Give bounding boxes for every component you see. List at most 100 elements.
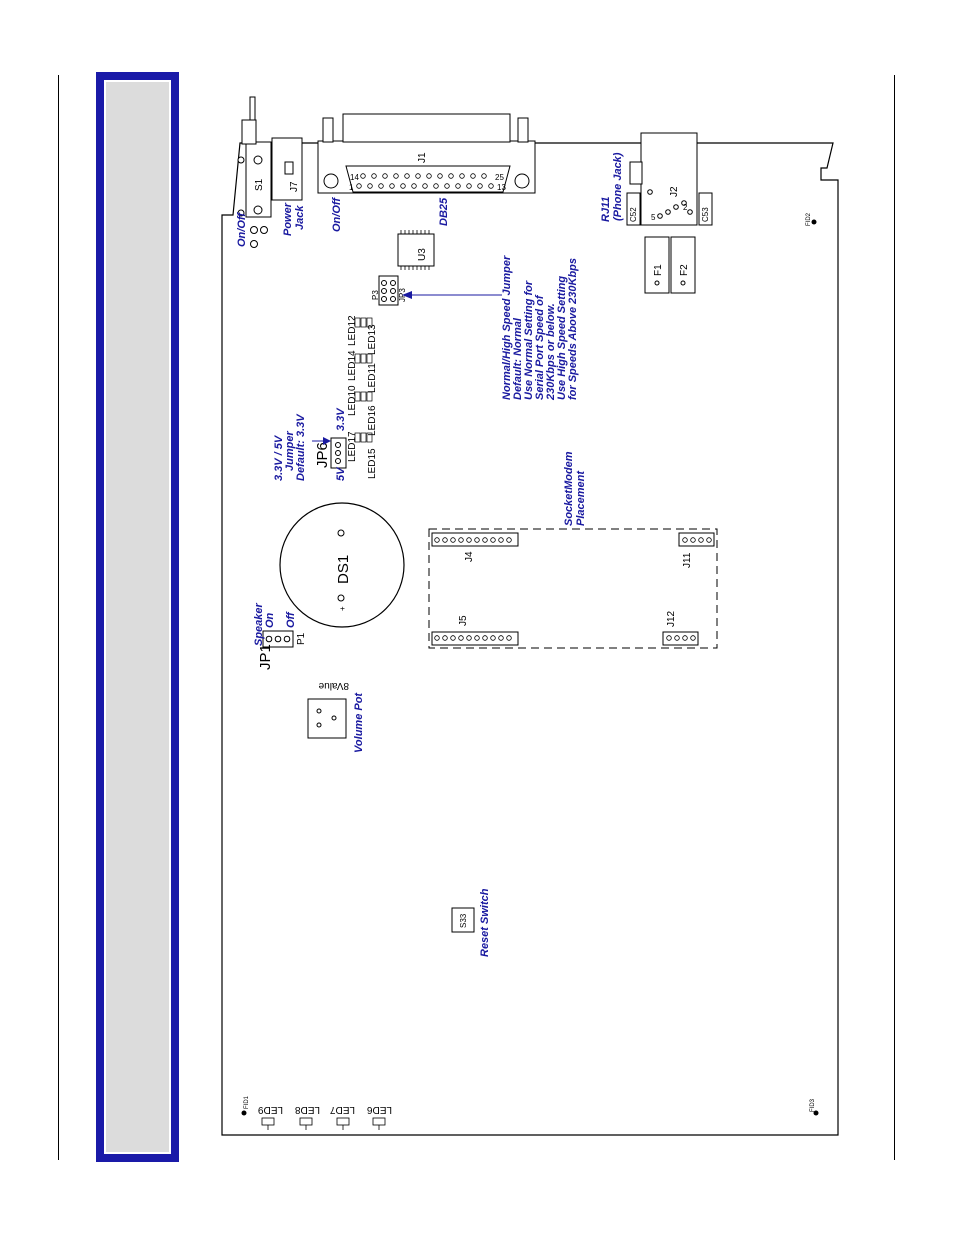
jp3-arrow-head — [402, 291, 412, 299]
fid2-ref: FID2 — [806, 212, 812, 226]
speed-jumper-line-1: Normal/High Speed Jumper — [501, 255, 513, 400]
reset-switch-label: Reset Switch — [479, 888, 491, 957]
rj11-label-1: RJ11 — [600, 197, 612, 222]
on-off-label-db: On/Off — [331, 197, 343, 232]
power-jack-j7: J7 — [271, 137, 303, 201]
fid3-ref: FID3 — [810, 1098, 816, 1112]
header-j5: J5 — [431, 615, 519, 646]
led11-ref: LED11 — [367, 363, 378, 393]
board-outline — [221, 142, 839, 1136]
speed-jumper-line-6: Use High Speed Setting — [556, 276, 568, 400]
led13-ref: LED13 — [367, 324, 378, 355]
speed-jumper-line-5: 230Kbps or below. — [545, 303, 557, 401]
fuse-f1: F1 — [644, 236, 670, 294]
vvalue-ref: 8Value — [318, 680, 349, 691]
speaker-ds1: + DS1 — [279, 502, 405, 628]
v5-label: 5V — [335, 466, 347, 481]
db25-pin-row-bottom — [356, 183, 494, 189]
jp6-arrow-head — [323, 437, 331, 445]
socketmodem-label-1: SocketModem — [563, 451, 575, 526]
p3-ref: P3 — [371, 290, 380, 300]
s1-ref: S1 — [254, 178, 265, 191]
volume-pot-label: Volume Pot — [353, 692, 365, 753]
led15-ref: LED15 — [367, 448, 378, 479]
power-jack-label-1: Power — [282, 202, 294, 236]
jp1-ref: JP1 — [257, 644, 274, 670]
u3-ref: U3 — [417, 248, 428, 261]
speed-jumper-line-4: Serial Port Speed of — [534, 294, 546, 400]
led12-ref: LED12 — [347, 315, 358, 346]
pin13-ref: 13 — [497, 183, 506, 192]
speed-jumper-line-3: Use Normal Setting for — [523, 280, 535, 400]
speaker-label: Speaker — [253, 602, 265, 646]
voltage-jumper-note: 3.3V / 5V Jumper Default: 3.3V — [273, 413, 307, 481]
p1-ref: P1 — [296, 632, 307, 645]
jumper-jp3: P3 JP3 — [371, 275, 407, 306]
db25-connector-j1: J1 14 25 1 13 — [317, 113, 536, 194]
db25-label: DB25 — [438, 197, 450, 226]
power-jack-label-2: Jack — [294, 205, 306, 230]
right-margin-line — [894, 75, 895, 1160]
fuse-f2: F2 — [670, 236, 696, 294]
chip-u3: U3 — [397, 230, 435, 270]
voltage-jumper-line-2: Jumper — [284, 431, 296, 471]
ds1-plus: + — [338, 606, 347, 611]
led10-ref: LED10 — [347, 385, 358, 416]
pin1-ref: 1 — [349, 183, 354, 192]
speaker-off-label: Off — [285, 611, 297, 628]
s33-ref: S33 — [459, 913, 468, 928]
led14-ref: LED14 — [347, 350, 358, 381]
jumper-jp1: JP1 P1 — [257, 630, 307, 670]
fiducial-fid1 — [241, 1110, 247, 1116]
db25-pin-row-top — [360, 173, 487, 179]
speed-jumper-line-7: for Speeds Above 230Kbps — [567, 258, 579, 400]
j12-ref: J12 — [666, 610, 677, 627]
led6-ref: LED6 — [367, 1104, 392, 1115]
led9-ref: LED9 — [258, 1104, 283, 1115]
led-group — [354, 317, 373, 443]
switch-s1: S1 — [237, 96, 272, 248]
pin5-ref: 5 — [651, 213, 656, 222]
jp6-ref: JP6 — [314, 442, 331, 468]
led17-ref: LED17 — [347, 431, 358, 462]
f2-ref: F2 — [679, 264, 690, 276]
speaker-on-label: On — [264, 612, 276, 628]
volume-pot: 8Value — [307, 680, 349, 739]
pin14-ref: 14 — [350, 173, 359, 182]
c53-ref: C53 — [701, 207, 710, 222]
chapter-sidebar — [96, 72, 179, 1162]
reset-switch-s33: S33 — [451, 907, 475, 933]
voltage-jumper-line-1: 3.3V / 5V — [273, 434, 285, 481]
rj11-label-2: (Phone Jack) — [612, 152, 624, 221]
fiducial-fid3 — [813, 1110, 819, 1116]
ds1-ref: DS1 — [335, 555, 352, 584]
pin2-ref: 2 — [683, 203, 688, 212]
led16-ref: LED16 — [367, 405, 378, 436]
bottom-leds — [261, 1117, 386, 1130]
left-margin-line — [58, 75, 59, 1160]
socketmodem-placement-outline — [428, 528, 718, 649]
speed-jumper-note: Normal/High Speed Jumper Default: Normal… — [501, 255, 579, 401]
speed-jumper-line-2: Default: Normal — [512, 317, 524, 400]
header-j4: J4 — [431, 532, 519, 562]
jumper-jp6: JP6 — [314, 437, 347, 469]
voltage-jumper-line-3: Default: 3.3V — [295, 413, 307, 481]
f1-ref: F1 — [653, 264, 664, 276]
socketmodem-label-2: Placement — [575, 470, 587, 526]
pin25-ref: 25 — [495, 173, 504, 182]
header-j12: J12 — [662, 610, 699, 646]
fid1-ref: FID1 — [244, 1095, 250, 1109]
on-off-label-left: On/Off — [236, 212, 248, 247]
led8-ref: LED8 — [295, 1104, 320, 1115]
v33-label: 3.3V — [335, 407, 347, 431]
chapter-sidebar-panel — [104, 80, 171, 1154]
j1-ref: J1 — [417, 152, 428, 163]
j2-ref: J2 — [669, 186, 680, 197]
header-j11: J11 — [678, 532, 715, 568]
c52-ref: C52 — [629, 207, 638, 222]
j11-ref: J11 — [682, 552, 693, 568]
rj11-jack-j2: J2 5 2 C52 C53 — [626, 132, 713, 226]
j7-ref: J7 — [289, 181, 300, 192]
fiducial-fid2 — [811, 219, 817, 225]
